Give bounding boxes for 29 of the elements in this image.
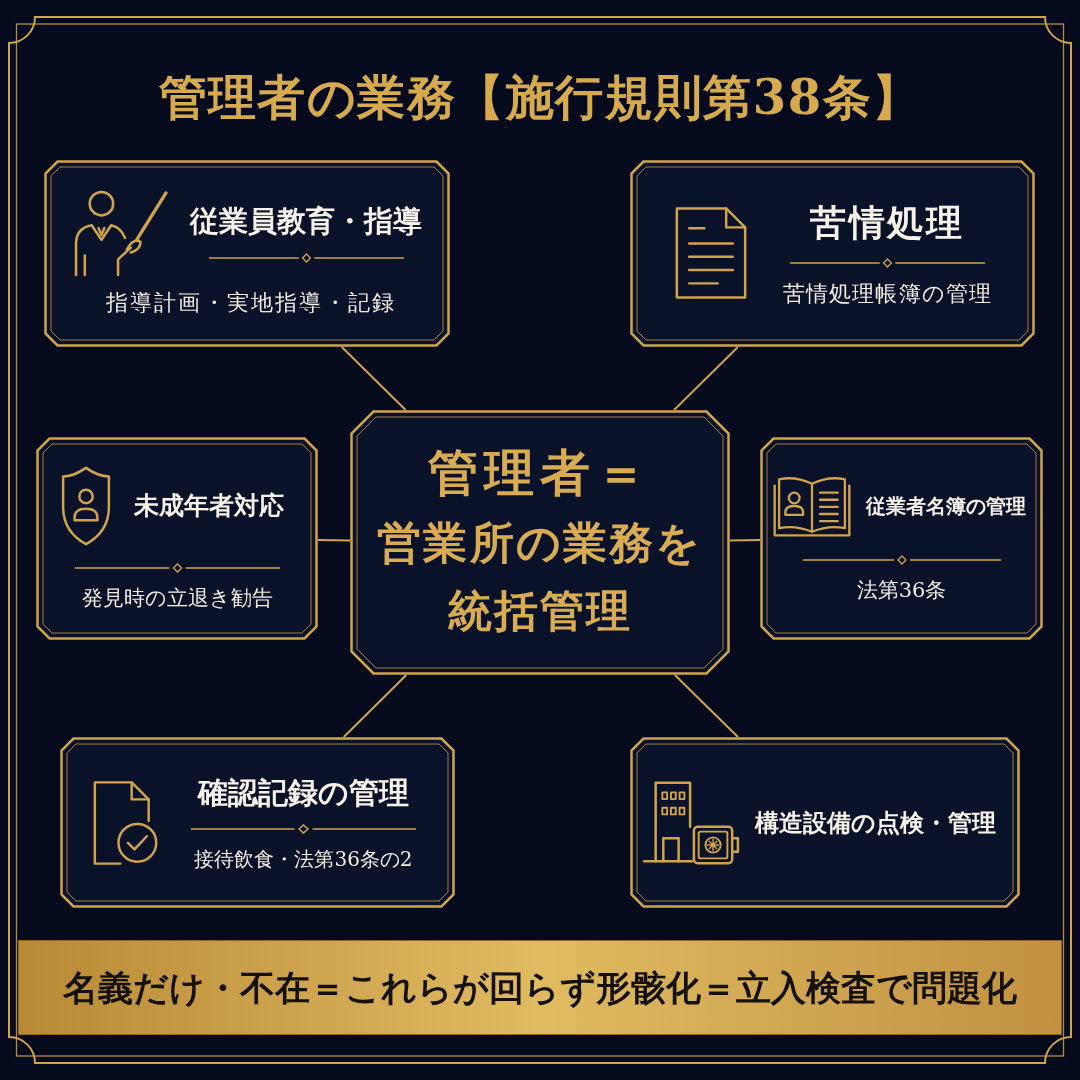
hub-text: 営業所の業務を統括管理 (376, 515, 704, 638)
connector-line (317, 539, 351, 542)
connector-line (729, 539, 761, 542)
info-card (36, 437, 318, 640)
info-card (630, 160, 1035, 347)
card-description: 法第36条 (855, 576, 948, 604)
card-heading: 確認記録の管理 (198, 774, 409, 812)
info-card (760, 437, 1043, 640)
connector-line (673, 346, 739, 411)
card-heading: 未成年者対応 (134, 489, 284, 522)
connector-line (673, 674, 739, 738)
banner-text: 名義だけ・不在＝これらが回らず形骸化＝立入検査で問題化 (63, 965, 1017, 1010)
info-card (630, 737, 1020, 908)
card-description: 接待飲食・法第36条の2 (194, 846, 413, 872)
warning-banner (18, 940, 1062, 1035)
info-card (44, 160, 450, 347)
hub-heading: 管理者＝ (428, 441, 652, 504)
card-heading: 苦情処理 (809, 199, 966, 245)
card-heading: 構造設備の点検・管理 (754, 806, 996, 839)
connector-line (342, 674, 408, 738)
card-description: 発見時の立退き勧告 (80, 584, 274, 612)
card-description: 苦情処理帳簿の管理 (783, 279, 992, 308)
info-card (60, 737, 455, 908)
title: 管理者の業務【施行規則第38条】 (158, 68, 922, 127)
card-description: 指導計画・実地指導・記録 (104, 289, 398, 318)
connector-line (340, 346, 407, 411)
card-heading: 従業員教育・指導 (190, 203, 422, 241)
card-heading: 従業者名簿の管理 (865, 492, 1026, 519)
central-panel (350, 410, 730, 675)
